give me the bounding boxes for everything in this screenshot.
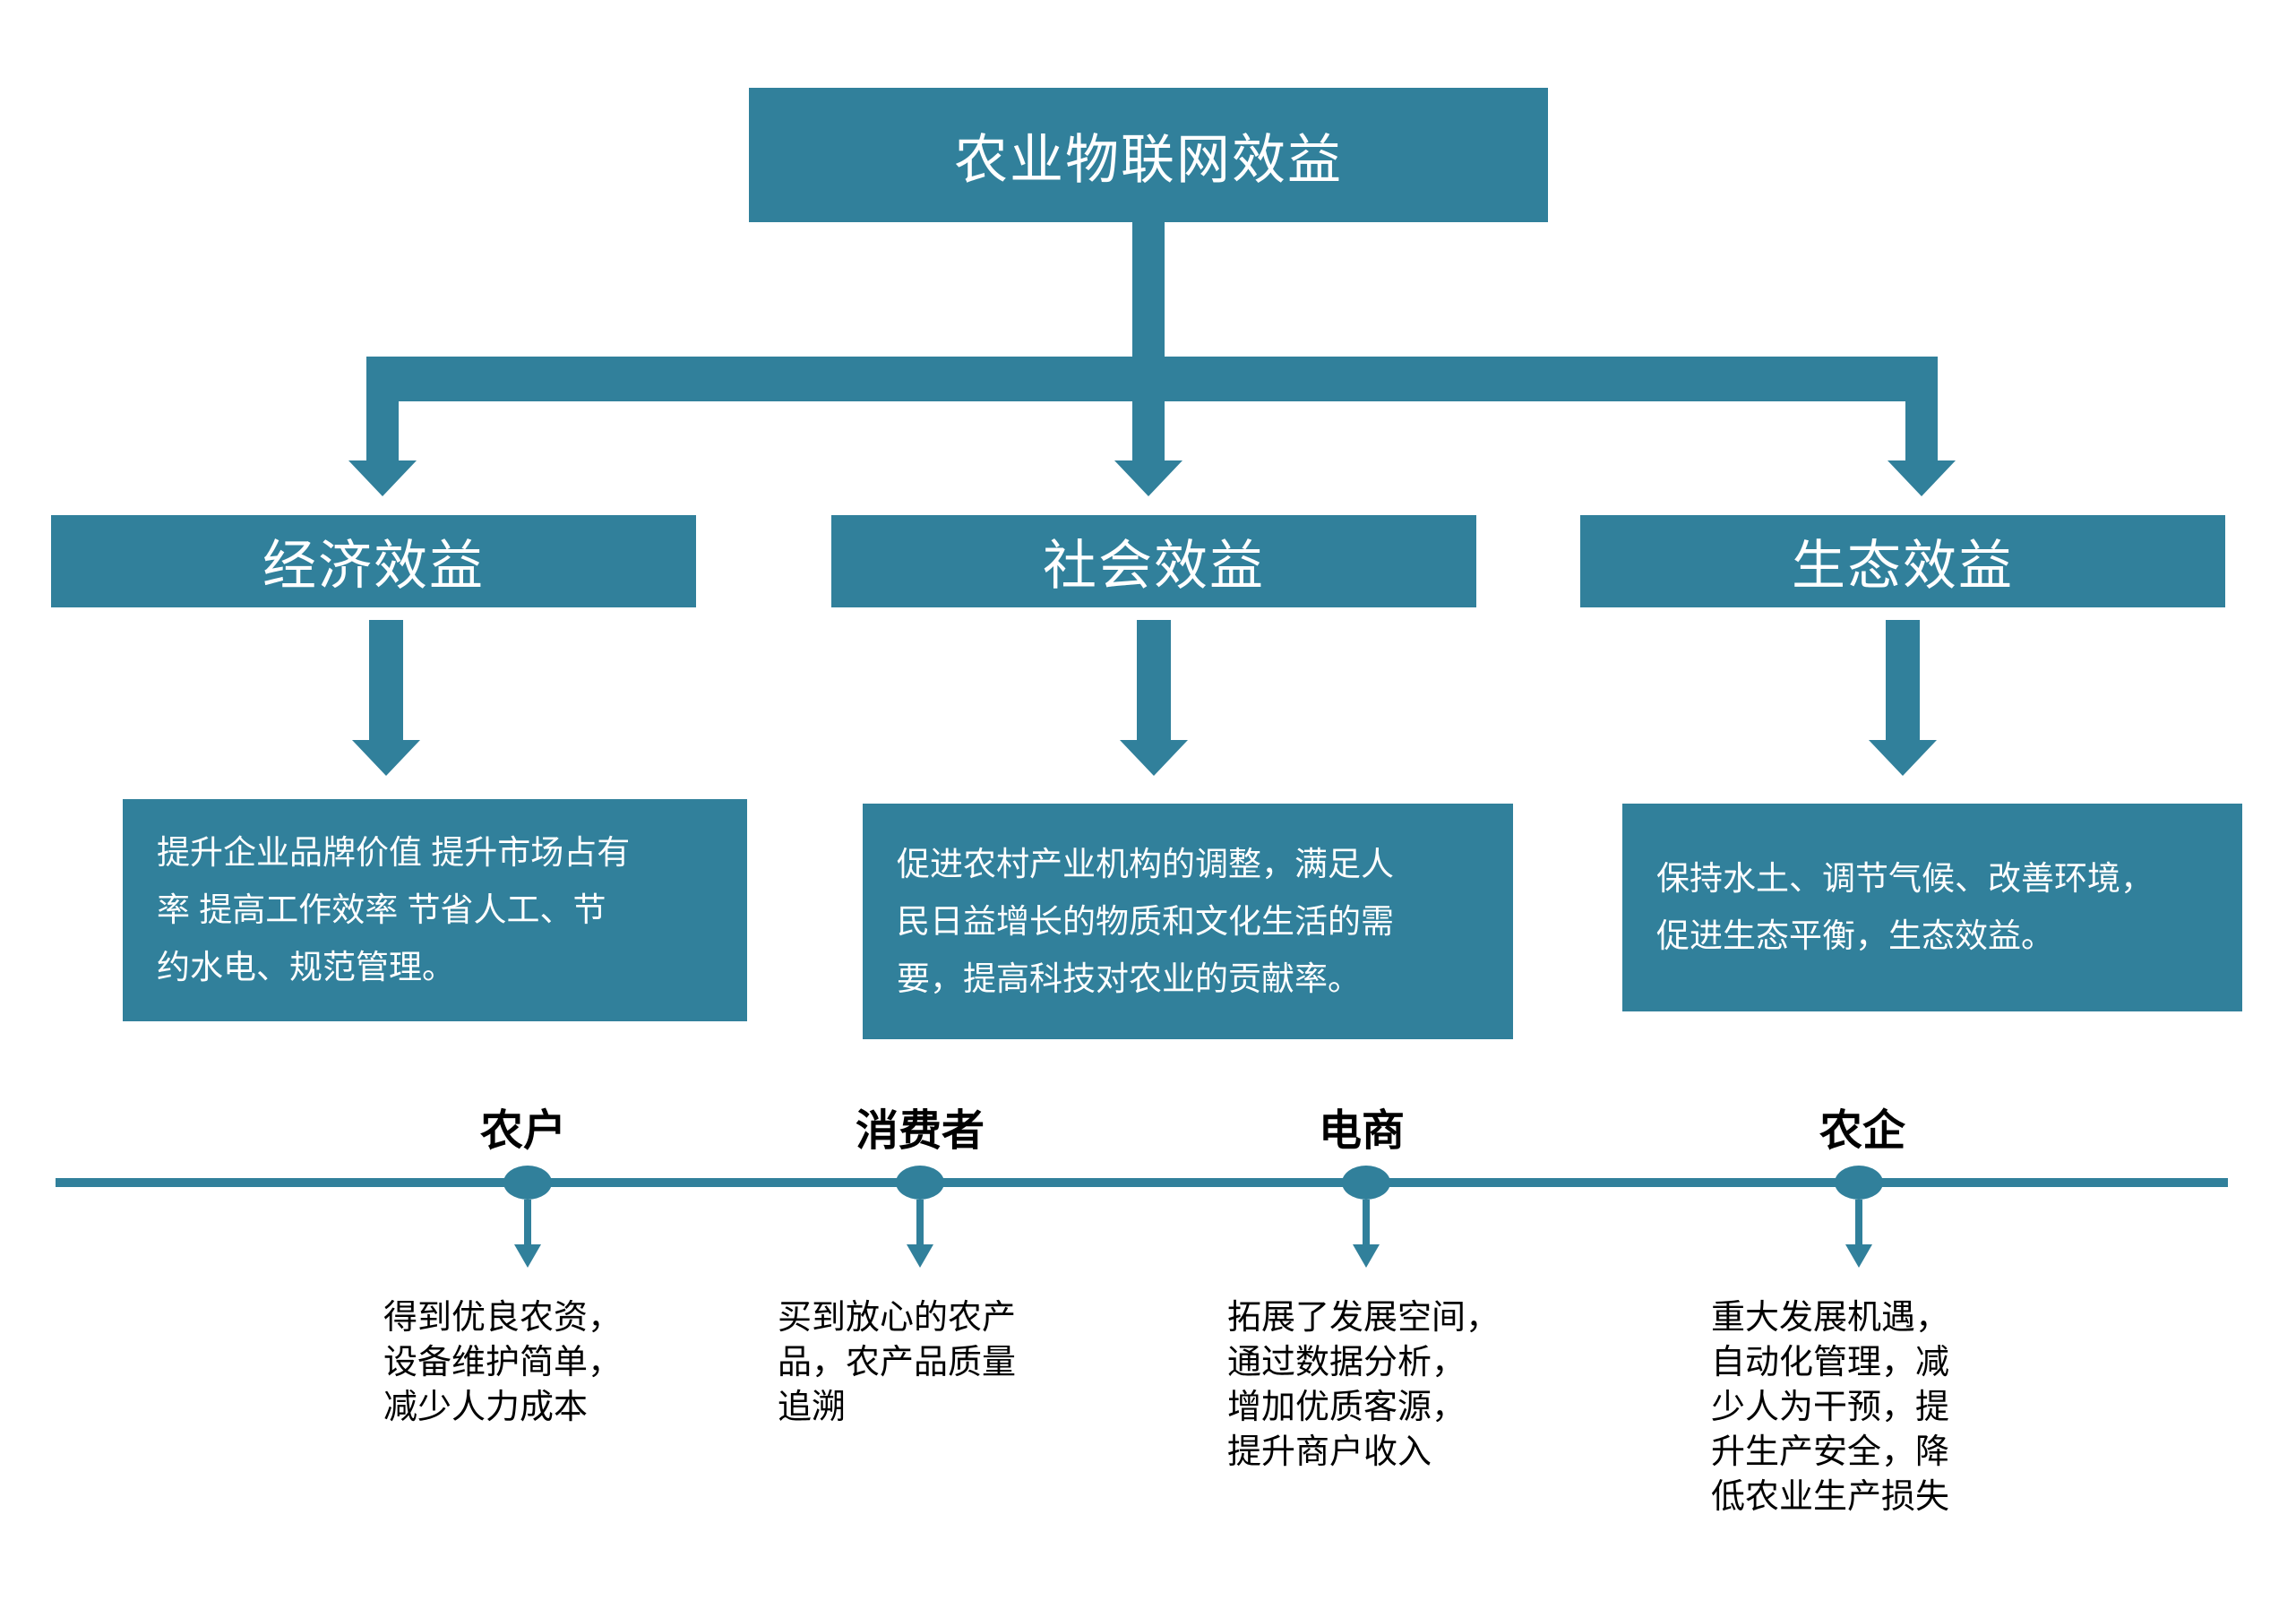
timeline-dot-farmer <box>503 1166 552 1200</box>
branch-description-text: 保持水土、调节气候、改善环境， 促进生态平衡，生态效益。 <box>1656 860 2154 954</box>
branch3-connector-stem <box>1905 400 1938 461</box>
root-connector-bar <box>366 357 1938 401</box>
timeline-dot-ecommerce <box>1342 1166 1390 1200</box>
branch-description-text: 促进农村产业机构的调整，满足人 民日益增长的物质和文化生活的需 要，提高科技对农… <box>897 845 1394 997</box>
branch3-arrow-stem <box>1886 620 1920 740</box>
timeline-arrow-head-consumer-icon <box>907 1244 933 1268</box>
timeline-arrow-stem-ecommerce <box>1363 1200 1370 1244</box>
root-node-label: 农业物联网效益 <box>954 129 1343 190</box>
branch1-arrow-stem <box>369 620 403 740</box>
branch-description-economic: 提升企业品牌价值 提升市场占有 率 提高工作效率 节省人工、节 约水电、规范管理… <box>123 799 747 1021</box>
timeline-arrow-stem-agri-enterprise <box>1855 1200 1862 1244</box>
timeline-arrow-head-ecommerce-icon <box>1353 1244 1380 1268</box>
branch3-arrow-head-icon <box>1869 740 1937 776</box>
branch-node-label: 经济效益 <box>262 536 485 596</box>
branch-node-label: 生态效益 <box>1792 536 2014 596</box>
stakeholder-label-agri-enterprise: 农企 <box>1819 1107 1906 1155</box>
stakeholder-label-ecommerce: 电商 <box>1318 1107 1406 1155</box>
timeline-line <box>56 1178 2228 1187</box>
stakeholder-label-consumer: 消费者 <box>855 1107 985 1155</box>
branch-node-economic: 经济效益 <box>51 515 696 607</box>
branch2-arrow-head-icon <box>1120 740 1188 776</box>
stakeholder-benefit-ecommerce: 拓展了发展空间， 通过数据分析， 增加优质客源， 提升商户收入 <box>1227 1299 1501 1471</box>
timeline-arrow-stem-consumer <box>916 1200 924 1244</box>
timeline-dot-consumer <box>896 1166 944 1200</box>
stakeholder-label-farmer: 农户 <box>479 1107 567 1155</box>
branch2-arrow-stem <box>1137 620 1171 740</box>
timeline-arrow-head-agri-enterprise-icon <box>1845 1244 1872 1268</box>
branch-node-social: 社会效益 <box>831 515 1476 607</box>
branch1-connector-stem <box>366 400 399 461</box>
branch-description-social: 促进农村产业机构的调整，满足人 民日益增长的物质和文化生活的需 要，提高科技对农… <box>863 804 1513 1039</box>
branch2-connector-arrowhead-icon <box>1114 460 1182 496</box>
stakeholder-benefit-consumer: 买到放心的农产 品，农产品质量 追溯 <box>778 1299 1017 1426</box>
branch1-connector-arrowhead-icon <box>348 460 417 496</box>
branch-description-ecological: 保持水土、调节气候、改善环境， 促进生态平衡，生态效益。 <box>1622 804 2242 1011</box>
root-connector-stem <box>1132 222 1165 357</box>
stakeholder-benefit-agri-enterprise: 重大发展机遇， 自动化管理，减 少人为干预，提 升生产安全，降 低农业生产损失 <box>1711 1299 1950 1516</box>
branch1-arrow-head-icon <box>352 740 420 776</box>
timeline-arrow-stem-farmer <box>524 1200 531 1244</box>
branch-description-text: 提升企业品牌价值 提升市场占有 率 提高工作效率 节省人工、节 约水电、规范管理… <box>157 834 631 985</box>
branch-node-label: 社会效益 <box>1043 536 1265 596</box>
timeline-arrow-head-farmer-icon <box>514 1244 541 1268</box>
branch2-connector-stem <box>1132 400 1165 461</box>
timeline-dot-agri-enterprise <box>1835 1166 1883 1200</box>
stakeholder-benefit-farmer: 得到优良农资， 设备维护简单， 减少人力成本 <box>383 1299 623 1426</box>
root-node-title: 农业物联网效益 <box>749 88 1548 222</box>
branch-node-ecological: 生态效益 <box>1580 515 2225 607</box>
branch3-connector-arrowhead-icon <box>1888 460 1956 496</box>
